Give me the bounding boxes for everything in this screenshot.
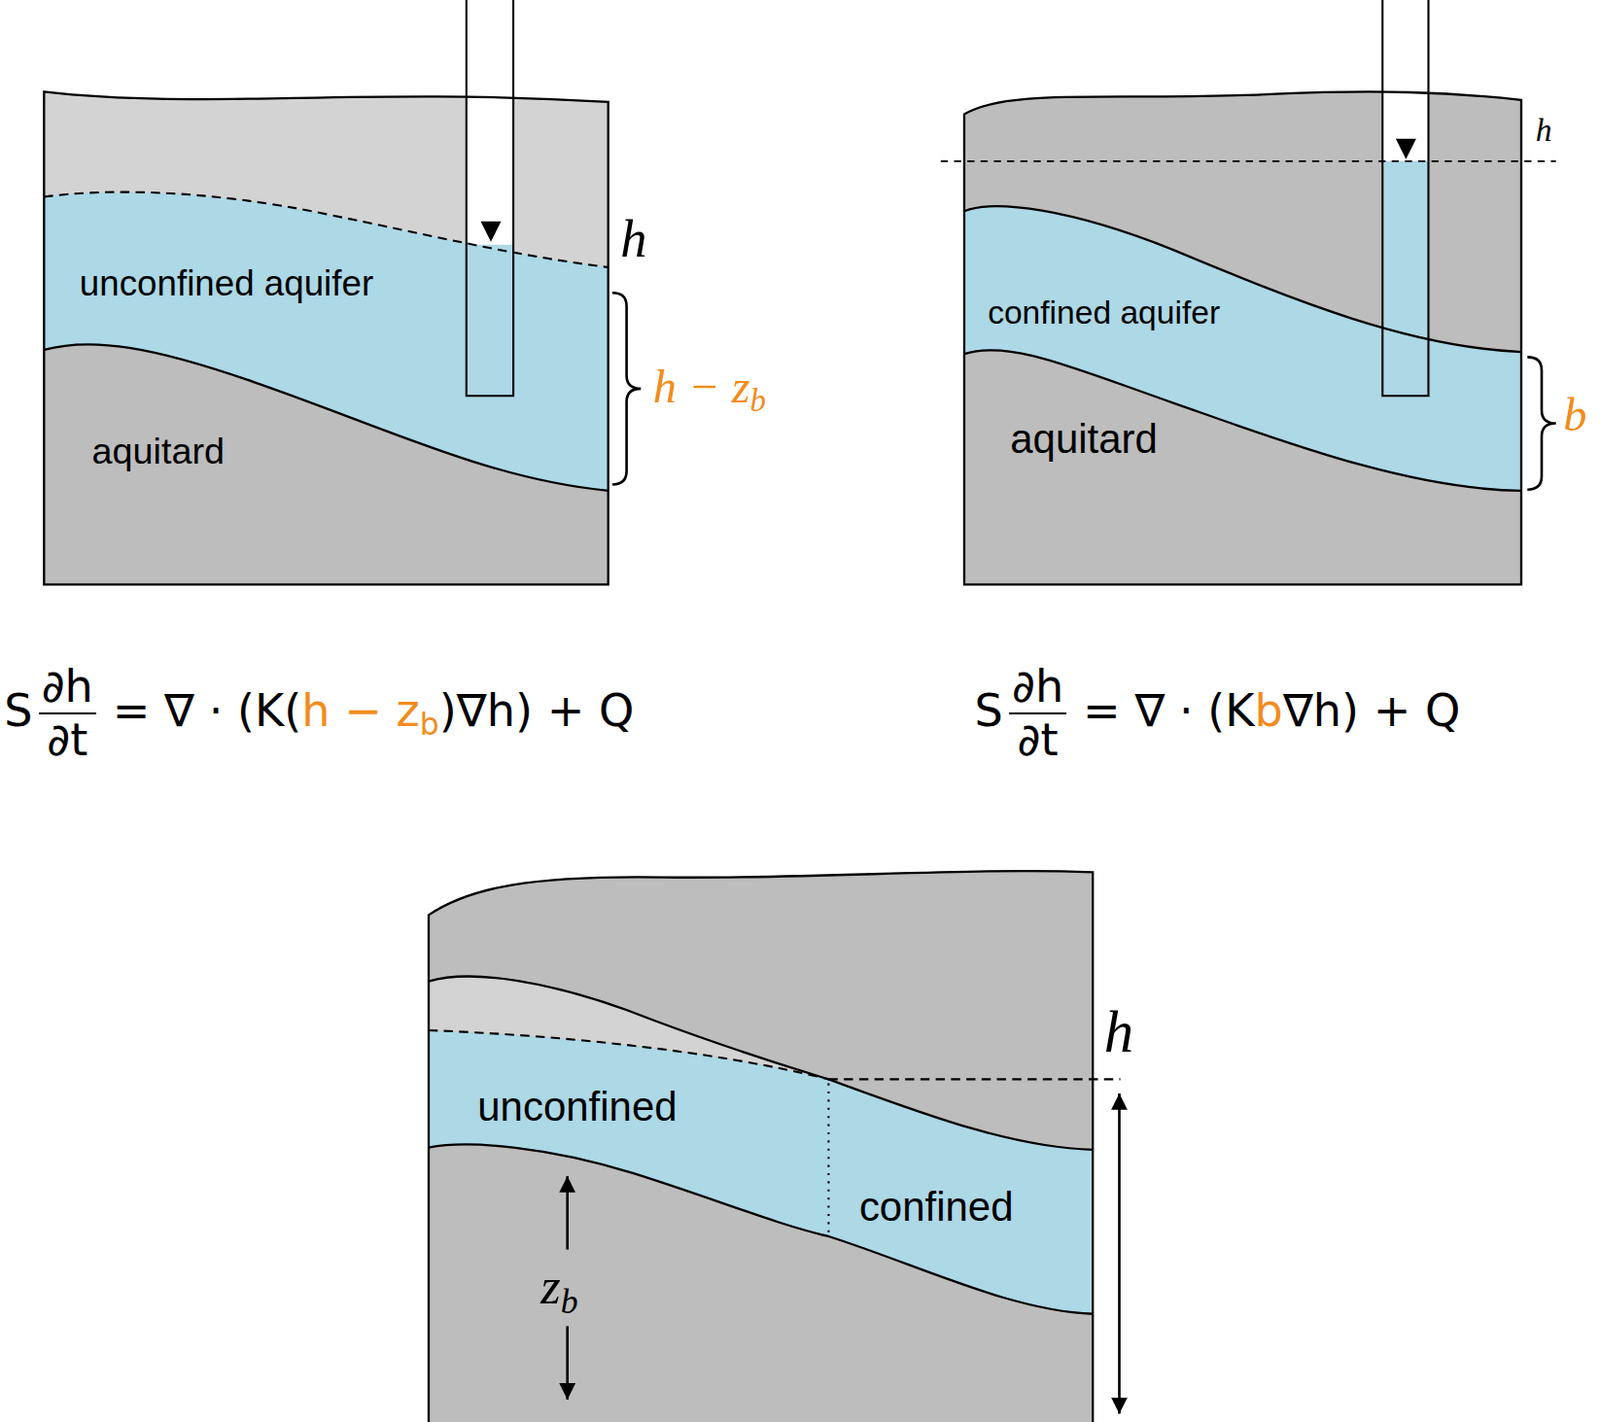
math-term: h bbox=[1535, 111, 1553, 148]
aquitard-region: aquitard bbox=[43, 334, 609, 585]
math-term: z bbox=[540, 1257, 560, 1315]
math-term: h − z bbox=[301, 684, 420, 737]
elevation-arrow bbox=[565, 1325, 569, 1400]
region-label-box: confined bbox=[859, 1183, 1014, 1231]
math-term: = ∇ · (K bbox=[1082, 684, 1255, 737]
region-label: unconfined aquifer bbox=[79, 263, 374, 305]
math-term: h − z bbox=[653, 360, 751, 413]
water-table bbox=[428, 1030, 829, 1079]
region-label: unconfined bbox=[477, 1083, 677, 1131]
well-water bbox=[1382, 161, 1428, 396]
region-shape bbox=[428, 1025, 830, 1240]
aquifer-band: unconfined bbox=[428, 1025, 830, 1240]
aquitard-region: aquitard bbox=[964, 336, 1522, 585]
water-level-marker bbox=[481, 221, 502, 243]
math-term: = ∇ · (K( bbox=[112, 684, 303, 737]
region-label-box: confined aquifer bbox=[987, 294, 1220, 333]
water-table bbox=[43, 192, 608, 268]
math-term: h bbox=[1104, 999, 1134, 1065]
math-term: S bbox=[3, 684, 33, 737]
aquifer-top bbox=[428, 976, 1093, 1150]
region-fill bbox=[43, 344, 609, 585]
head-label: h bbox=[1535, 111, 1553, 150]
well-outline bbox=[466, 0, 514, 396]
thickness-brace bbox=[1527, 356, 1556, 489]
panel-outline bbox=[964, 91, 1522, 585]
subscript: b bbox=[560, 1282, 579, 1322]
region-label: confined aquifer bbox=[987, 294, 1220, 333]
panel-outline bbox=[43, 91, 608, 585]
equation: S∂h∂t = ∇ · (Kb∇h) + Q bbox=[974, 660, 1461, 766]
well-casing bbox=[1382, 0, 1428, 162]
confining-layer bbox=[428, 870, 1093, 1422]
well-water bbox=[466, 244, 514, 396]
math-term: ∂h bbox=[1008, 660, 1067, 715]
water-level-marker bbox=[1395, 139, 1417, 160]
well-outline bbox=[1382, 0, 1428, 396]
aquifer-bottom bbox=[964, 349, 1522, 491]
head-level bbox=[828, 1078, 1120, 1080]
subscript: b bbox=[419, 706, 440, 742]
head-label: h bbox=[620, 208, 647, 271]
math-term: h bbox=[620, 208, 647, 269]
thickness-label: b bbox=[1563, 387, 1587, 443]
equation: S∂h∂t = ∇ · (K(h − zb)∇h) + Q bbox=[3, 660, 634, 766]
elevation-arrow bbox=[565, 1176, 569, 1251]
region-label: aquitard bbox=[1009, 416, 1158, 463]
math-term: b bbox=[1563, 388, 1587, 441]
math-term: ∂t bbox=[38, 714, 97, 766]
thickness-brace bbox=[612, 292, 641, 485]
well-casing bbox=[466, 0, 514, 245]
region-fill bbox=[828, 1079, 1093, 1315]
thickness-label: h − zb bbox=[653, 359, 766, 420]
region-label-box: unconfined bbox=[477, 1083, 677, 1131]
fraction: ∂h∂t bbox=[38, 660, 97, 766]
region-label: aquitard bbox=[91, 430, 225, 473]
region-label-box: unconfined aquifer bbox=[79, 263, 374, 305]
vadose-zone bbox=[43, 91, 608, 585]
math-term: ∂t bbox=[1008, 714, 1067, 766]
aquifer-band: confined bbox=[828, 1076, 1093, 1319]
math-term: S bbox=[974, 684, 1004, 737]
region-label: confined bbox=[859, 1183, 1014, 1231]
aquifer-top bbox=[964, 206, 1522, 352]
math-term: ∇h) + Q bbox=[1283, 684, 1461, 737]
panel-outline bbox=[428, 870, 1093, 1422]
head-arrow bbox=[1117, 1093, 1121, 1415]
region-label-box: aquitard bbox=[91, 430, 225, 473]
math-term: ∂h bbox=[38, 660, 97, 715]
confining-layer bbox=[964, 91, 1522, 585]
region-label-box: aquitard bbox=[1009, 416, 1158, 463]
math-term: b bbox=[1254, 684, 1284, 737]
elevation-label: zb bbox=[540, 1256, 578, 1322]
aquifer-bottom bbox=[428, 1145, 1093, 1315]
subscript: b bbox=[749, 382, 766, 418]
transition-line bbox=[827, 1083, 830, 1235]
fraction: ∂h∂t bbox=[1008, 660, 1067, 766]
piezometric-level bbox=[940, 160, 1557, 163]
aquitard-top bbox=[43, 344, 608, 491]
math-term: )∇h) + Q bbox=[439, 684, 635, 737]
region-fill bbox=[964, 349, 1522, 585]
head-label: h bbox=[1104, 998, 1134, 1067]
